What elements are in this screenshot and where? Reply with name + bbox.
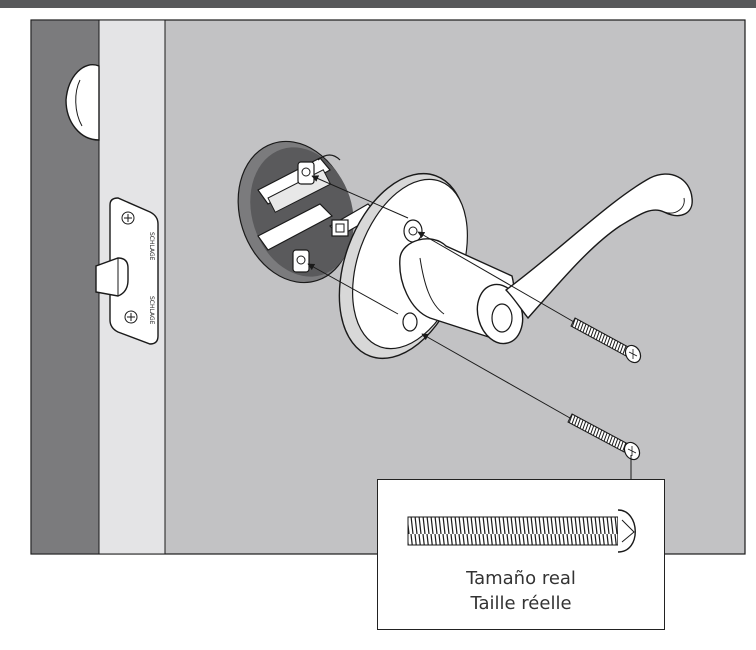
mounting-screw-icon xyxy=(570,317,642,364)
door-bore-hole xyxy=(237,140,379,284)
lever-handle-icon xyxy=(504,173,693,320)
caption-spanish: Tamaño real xyxy=(466,568,576,589)
door-knob-icon xyxy=(65,64,100,141)
latch-plate-icon: SCHLAGE SCHLAGE xyxy=(95,197,159,345)
callout-screw-icon xyxy=(407,509,636,553)
actual-size-callout: Tamaño real Taille réelle xyxy=(377,479,665,630)
top-bar xyxy=(0,0,756,8)
caption-french: Taille réelle xyxy=(470,593,572,614)
rose-plate-icon xyxy=(338,172,524,360)
assembly-arrows xyxy=(307,175,575,419)
mounting-screw-icon xyxy=(567,413,641,461)
latch-stamp-top: SCHLAGE xyxy=(148,232,155,261)
latch-stamp-bottom: SCHLAGE xyxy=(148,296,155,325)
